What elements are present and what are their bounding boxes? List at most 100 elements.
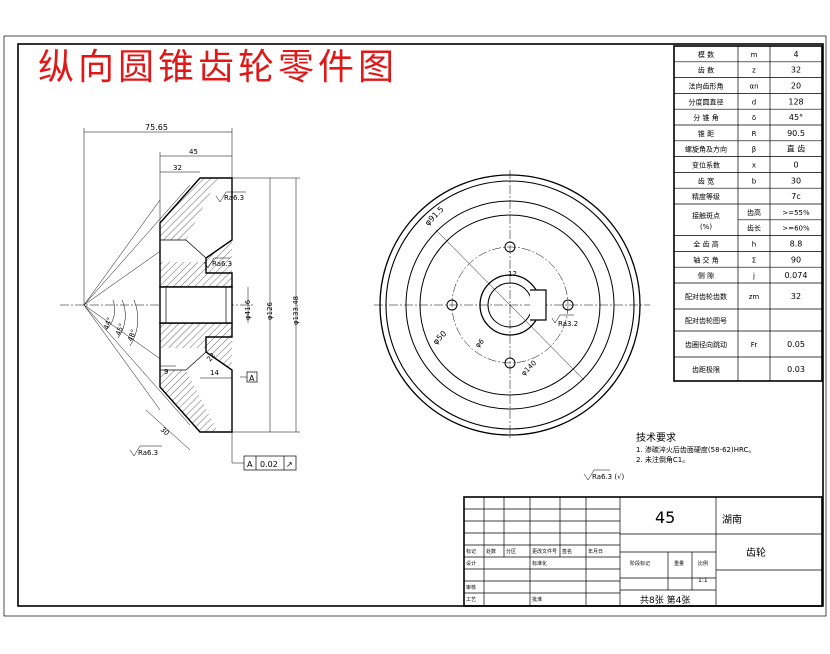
param-label-1: 齿 数 xyxy=(698,66,714,75)
tb-process: 工艺 xyxy=(466,597,476,603)
tb-weight: 重量 xyxy=(674,560,684,567)
param-symbol-6: β xyxy=(752,146,756,154)
dim-len-total: 75.65 xyxy=(145,123,168,132)
dim-hub-dia: φ41.6 xyxy=(244,299,252,320)
tb-audit: 审核 xyxy=(466,584,476,591)
dim-9: 9 xyxy=(164,368,168,376)
param-value-13: 32 xyxy=(791,292,801,301)
datum-a: A xyxy=(249,374,255,383)
param-value-4: 45° xyxy=(789,113,803,122)
param-value-11: 90 xyxy=(791,255,801,264)
dim-133: φ133.48 xyxy=(292,296,300,325)
tech-line-2: 2. 未注倒角C1。 xyxy=(636,455,689,464)
contact-label-2: (%) xyxy=(700,223,712,231)
tol-datum: A xyxy=(247,460,253,469)
param-value-6: 直 齿 xyxy=(787,144,806,154)
tb-zone: 分区 xyxy=(506,548,516,555)
angle-45: 45° xyxy=(114,322,126,336)
param-symbol-10: h xyxy=(752,241,756,249)
tb-part-name: 齿轮 xyxy=(746,546,766,559)
contact-r2-b: >=60% xyxy=(782,225,810,233)
param-value-15: 0.05 xyxy=(787,340,805,349)
param-symbol-1: z xyxy=(752,67,756,75)
contact-label: 接触斑点 xyxy=(692,211,720,220)
rough-top: Ra6.3 xyxy=(224,194,244,202)
tb-changefile: 更改文件号 xyxy=(532,548,557,555)
param-symbol-7: x xyxy=(752,162,756,170)
contact-r2-a: 齿长 xyxy=(747,224,761,233)
dim-12: 12 xyxy=(508,270,517,278)
dim-30: 30 xyxy=(159,426,171,438)
tb-scale-label: 比例 xyxy=(698,560,708,567)
param-value-2: 20 xyxy=(791,82,801,91)
outer-frame xyxy=(3,35,827,617)
tb-design: 设计 xyxy=(466,560,476,567)
dim-126: φ126 xyxy=(266,301,274,320)
param-value-0: 4 xyxy=(793,50,798,59)
tb-count: 处数 xyxy=(486,548,496,555)
tb-sign: 签名 xyxy=(562,548,572,555)
param-label-6: 螺旋角及方向 xyxy=(685,145,727,154)
dim-14: 14 xyxy=(210,369,219,377)
tb-number: 45 xyxy=(655,508,675,527)
tol-value: 0.02 xyxy=(260,460,278,469)
param-label-10: 全 齿 高 xyxy=(693,240,718,249)
section-view: 75.65 45 32 φ41.6 φ126 φ133.48 14 9 30 2… xyxy=(60,123,300,471)
angle-44: 44° xyxy=(102,316,114,330)
param-value-7: 0 xyxy=(793,161,798,170)
param-symbol-5: R xyxy=(752,130,757,138)
param-value-5: 90.5 xyxy=(787,129,805,138)
param-label-14: 配对齿轮图号 xyxy=(685,316,727,325)
title-block: 标记 处数 分区 更改文件号 签名 年月日 设计 标准化 审核 工艺 批准 阶段… xyxy=(463,496,823,607)
tb-mark: 标记 xyxy=(466,548,476,555)
param-symbol-12: j xyxy=(752,272,755,280)
param-value-8: 30 xyxy=(791,176,801,185)
param-value-16: 0.03 xyxy=(787,365,805,374)
param-symbol-3: d xyxy=(752,98,756,106)
param-label-5: 锥 距 xyxy=(698,129,714,138)
dim-len-45: 45 xyxy=(189,148,198,156)
param-value-10: 8.8 xyxy=(790,240,803,249)
tb-company: 湖南 xyxy=(722,513,742,526)
tb-scale: 1:1 xyxy=(698,577,708,584)
param-symbol-2: αn xyxy=(749,83,758,91)
param-label-15: 齿圈径向跳动 xyxy=(685,340,727,349)
rough-bottom: Ra6.3 xyxy=(138,449,158,457)
dim-6: φ6 xyxy=(474,337,486,349)
contact-r1-b: >=55% xyxy=(782,209,810,217)
dim-91: φ91.5 xyxy=(423,205,446,228)
param-label-4: 分 锥 角 xyxy=(693,113,718,122)
param-value-9: 7c xyxy=(791,192,801,201)
dim-len-32: 32 xyxy=(173,164,182,172)
param-label-9: 精度等级 xyxy=(692,192,720,201)
dim-22: 22 xyxy=(205,351,217,363)
param-value-12: 0.074 xyxy=(785,271,808,280)
tol-symbol: ↗ xyxy=(286,460,293,469)
contact-r1-a: 齿高 xyxy=(747,208,761,217)
inner-frame xyxy=(17,43,824,607)
param-symbol-15: Fr xyxy=(751,341,758,349)
tech-heading: 技术要求 xyxy=(636,431,676,444)
param-symbol-13: zm xyxy=(749,293,760,301)
param-label-0: 模 数 xyxy=(698,50,714,59)
rough-mid: Ra6.3 xyxy=(212,260,232,268)
param-label-13: 配对齿轮齿数 xyxy=(685,292,727,301)
tech-line-1: 1. 渗碳淬火后齿面硬度(58-62)HRC。 xyxy=(636,445,755,454)
tb-stage: 阶段标记 xyxy=(630,560,650,567)
param-symbol-4: δ xyxy=(752,114,756,122)
param-symbol-0: m xyxy=(751,51,758,59)
param-value-1: 32 xyxy=(791,66,801,75)
drawing-title: 纵向圆锥齿轮零件图 xyxy=(38,47,399,88)
param-symbol-11: Σ xyxy=(752,256,756,264)
tech-requirements: 技术要求 1. 渗碳淬火后齿面硬度(58-62)HRC。 2. 未注倒角C1。 … xyxy=(583,431,755,481)
param-label-7: 变位系数 xyxy=(692,161,720,170)
angle-48: 48° xyxy=(126,328,138,342)
tb-sheets: 共8张 第4张 xyxy=(640,594,690,606)
param-symbol-8: b xyxy=(752,177,757,185)
param-label-12: 侧 隙 xyxy=(698,271,714,280)
param-value-3: 128 xyxy=(788,97,803,106)
param-label-11: 轴 交 角 xyxy=(693,255,718,264)
